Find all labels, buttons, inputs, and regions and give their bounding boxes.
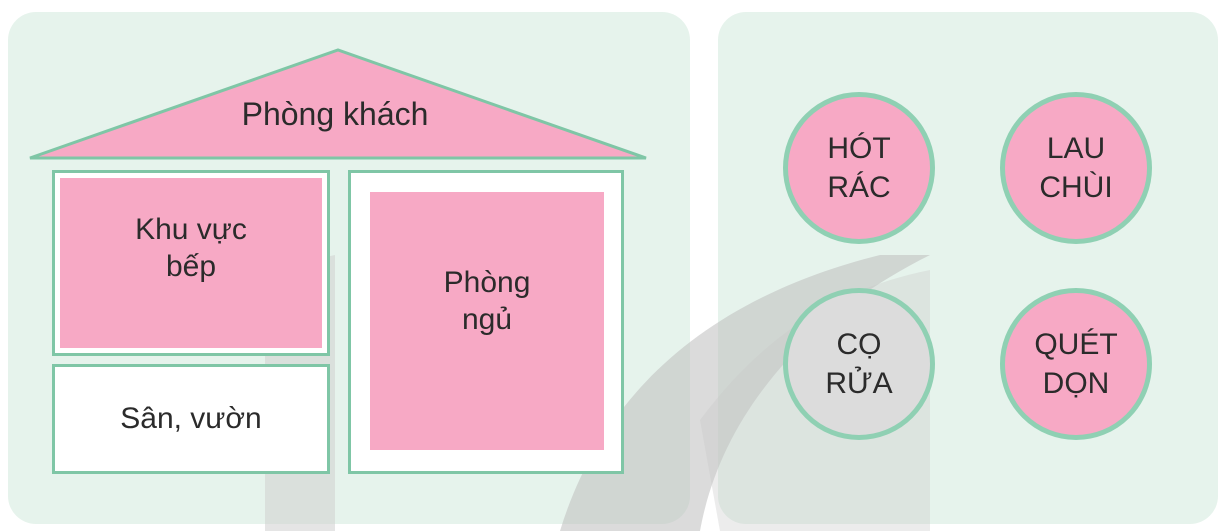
task-circle-sweep-trash[interactable]: HÓT RÁC — [783, 92, 935, 244]
kitchen-label-line2: bếp — [165, 250, 217, 283]
task-label-line2: CHÙI — [1039, 171, 1113, 204]
kitchen-room: Khu vực bếp — [60, 178, 322, 348]
task-label-line1: LAU — [1046, 132, 1106, 165]
bedroom-label-line2: ngủ — [461, 303, 513, 336]
tasks-panel — [718, 12, 1218, 524]
task-label-line2: RÁC — [827, 171, 891, 204]
living-room-label: Phòng khách — [241, 96, 429, 132]
kitchen-label-line1: Khu vực — [135, 212, 247, 246]
task-label-line1: HÓT — [827, 132, 891, 165]
yard-room: Sân, vườn — [55, 367, 327, 471]
task-label-line1: CỌ — [836, 328, 882, 361]
yard-frame — [52, 364, 330, 474]
task-label-line2: DỌN — [1042, 367, 1110, 400]
house-roof — [29, 48, 647, 160]
bedroom-room: Phòng ngủ — [370, 192, 604, 450]
task-label-line1: QUÉT — [1034, 328, 1118, 361]
task-circle-sweep[interactable]: QUÉT DỌN — [1000, 288, 1152, 440]
task-label-line2: RỬA — [825, 367, 893, 400]
task-circle-wipe[interactable]: LAU CHÙI — [1000, 92, 1152, 244]
task-circle-scrub[interactable]: CỌ RỬA — [783, 288, 935, 440]
yard-label: Sân, vườn — [120, 402, 262, 436]
bedroom-label-line1: Phòng — [443, 265, 531, 299]
